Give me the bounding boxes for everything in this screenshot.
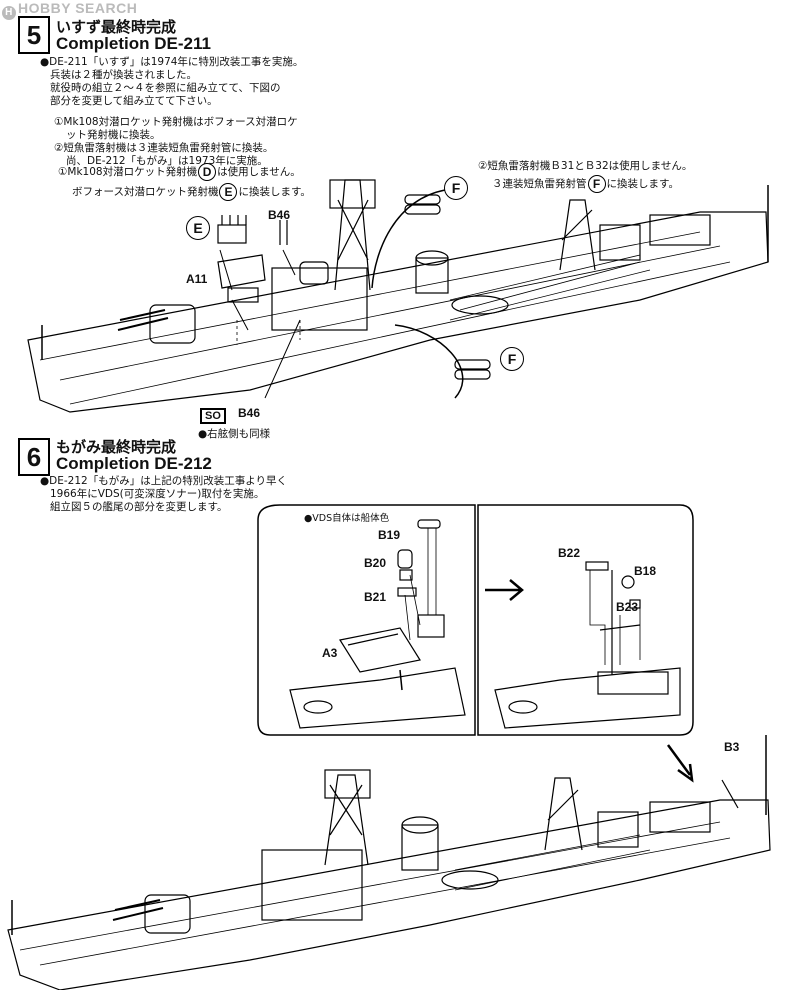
callout-text: に換装します。: [606, 178, 679, 190]
part-e-circle: E: [219, 183, 238, 201]
part-d-circle: D: [198, 163, 217, 181]
callout-text: ３連装短魚雷発射管: [492, 178, 587, 190]
step5-note-line: 部分を変更して組み立てて下さい。: [50, 95, 218, 107]
part-b21-label: B21: [364, 590, 387, 604]
callout-text: に換装します。: [238, 186, 311, 198]
step5-notes: ●DE-211「いすず」は1974年に特別改装工事を実施。 兵装は２種が換装され…: [40, 56, 303, 168]
callout-text: ボフォース対潜ロケット発射機: [72, 186, 219, 198]
step5-note-line: ●DE-211「いすず」は1974年に特別改装工事を実施。: [40, 56, 304, 68]
step6-title-en: Completion DE-212: [56, 454, 212, 473]
step6-note-line: ●DE-212「もがみ」は上記の特別改装工事より早く: [40, 475, 288, 487]
part-f-label-bottom: F: [500, 347, 524, 371]
step5-note-line: 尚、DE-212「もがみ」は1973年に実施。: [66, 155, 268, 167]
ship-de211-drawing: [27, 179, 769, 413]
part-b3-label: B3: [724, 740, 740, 754]
part-b18-label: B18: [634, 564, 657, 578]
step5-note-line: 就役時の組立２～４を参照に組み立てて、下図の: [50, 82, 281, 94]
vds-detail-left-drawing: [289, 519, 466, 729]
watermark-text: HOBBY SEARCH: [18, 0, 138, 16]
step6-title-jp: もがみ最終時完成: [56, 438, 177, 456]
so-badge: SO: [200, 408, 226, 424]
part-b23-label: B23: [616, 600, 639, 614]
step6-note-line: 組立図５の艦尾の部分を変更します。: [50, 501, 228, 513]
vds-color-note: ●VDS自体は船体色: [304, 513, 390, 524]
step5-number: 5: [18, 16, 52, 56]
arrow-right-icon: [485, 579, 524, 601]
ship-de212-drawing: [7, 735, 771, 990]
step6-number: 6: [18, 438, 52, 478]
starboard-note: ●右舷側も同様: [198, 428, 271, 440]
arrow-down-icon: [666, 744, 694, 783]
vds-detail-right-drawing: [494, 561, 681, 729]
step5-note-line: ①Mk108対潜ロケット発射機はボフォース対潜ロケ: [54, 116, 298, 128]
part-f-label-top: F: [444, 176, 468, 200]
part-a11-label: A11: [186, 272, 208, 286]
part-e-label: E: [186, 216, 210, 240]
step5-title-en: Completion DE-211: [56, 34, 211, 53]
part-b22-label: B22: [558, 546, 581, 560]
watermark-logo-icon: H: [2, 6, 16, 20]
step5-note-line: ット発射機に換装。: [66, 129, 161, 141]
step5-title-jp: いすず最終時完成: [56, 18, 177, 36]
step6-note-line: 1966年にVDS(可変深度ソナー)取付を実施。: [50, 488, 265, 500]
callout-text: ②短魚雷落射機Ｂ31とＢ32は使用しません。: [478, 160, 693, 172]
callout-text: は使用しません。: [217, 166, 301, 178]
part-a3-label: A3: [322, 646, 338, 660]
vds-detail-boxes: [257, 504, 694, 736]
step6-notes: ●DE-212「もがみ」は上記の特別改装工事より早く 1966年にVDS(可変深…: [40, 475, 287, 514]
part-b19-label: B19: [378, 528, 401, 542]
step5-note-line: ②短魚雷落射機は３連装短魚雷発射管に換装。: [54, 142, 274, 154]
step5-note-line: 兵装は２種が換装されました。: [50, 69, 197, 81]
part-f-circle: F: [587, 175, 606, 193]
callout-text: ①Mk108対潜ロケット発射機: [58, 166, 198, 178]
part-b20-label: B20: [364, 556, 387, 570]
part-b46-label-top: B46: [268, 208, 291, 222]
part-b46-label-bottom: B46: [238, 406, 261, 420]
